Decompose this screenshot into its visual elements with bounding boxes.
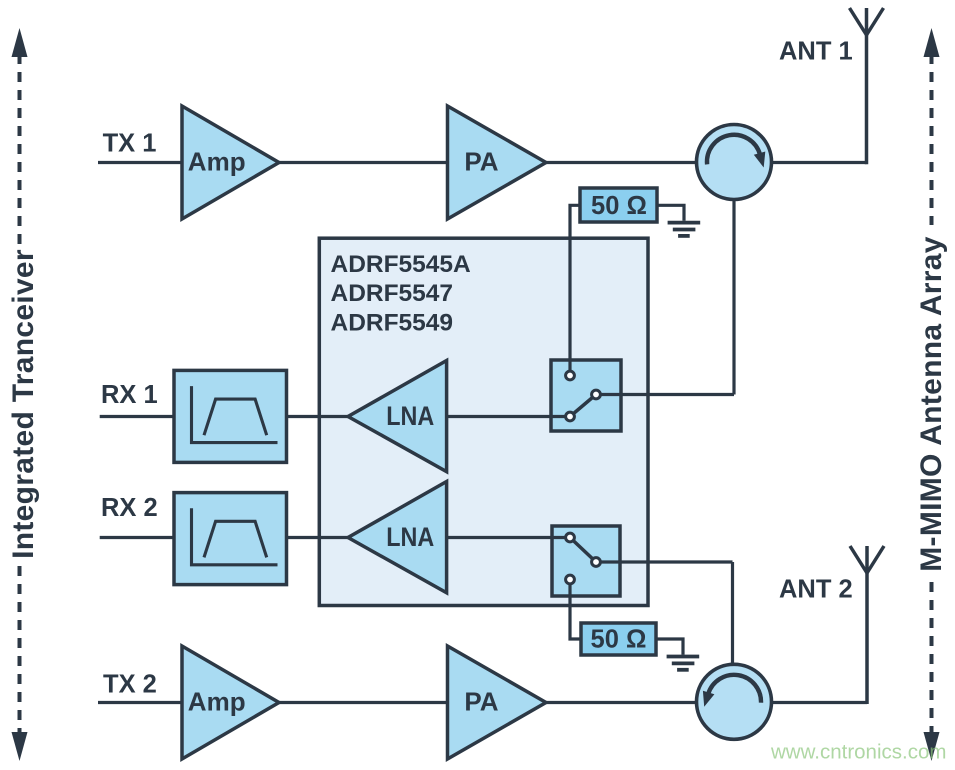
svg-text:TX 2: TX 2 — [103, 671, 157, 699]
svg-text:RX 2: RX 2 — [101, 494, 158, 522]
svg-text:ADRF5549: ADRF5549 — [331, 309, 454, 336]
svg-text:RX 1: RX 1 — [101, 381, 158, 409]
svg-text:Amp: Amp — [188, 147, 246, 177]
svg-text:PA: PA — [464, 147, 498, 177]
svg-text:M-MIMO Antenna Array: M-MIMO Antenna Array — [915, 236, 948, 571]
svg-text:ANT 1: ANT 1 — [779, 38, 853, 66]
svg-text:LNA: LNA — [386, 522, 434, 552]
svg-text:Amp: Amp — [188, 687, 246, 717]
svg-text:ADRF5545A: ADRF5545A — [331, 251, 472, 278]
svg-text:50 Ω: 50 Ω — [591, 626, 647, 654]
svg-text:ANT 2: ANT 2 — [779, 576, 853, 604]
svg-text:50 Ω: 50 Ω — [591, 192, 647, 220]
svg-text:LNA: LNA — [386, 401, 434, 431]
svg-text:PA: PA — [464, 687, 498, 717]
svg-text:ADRF5547: ADRF5547 — [331, 280, 454, 307]
svg-text:www.cntronics.com: www.cntronics.com — [770, 741, 946, 764]
svg-text:TX 1: TX 1 — [103, 130, 157, 158]
svg-text:Integrated Tranceiver: Integrated Tranceiver — [7, 249, 40, 559]
